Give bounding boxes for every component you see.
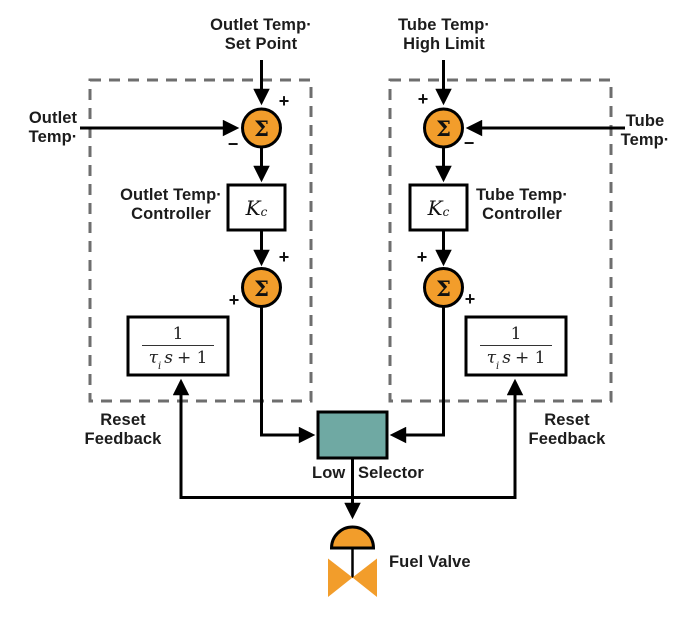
plus-one: + 1 bbox=[176, 348, 208, 368]
fuel-valve-label: Fuel Valve bbox=[389, 553, 471, 571]
reset-feedback-right-label: Reset Feedback bbox=[482, 411, 652, 448]
reset-feedback-left-label-line2: Feedback bbox=[84, 429, 162, 448]
outlet-setpoint-label: Outlet Temp· Set Point bbox=[176, 16, 346, 53]
low-selector-block bbox=[316, 410, 389, 460]
outlet-controller-label-line2: Controller bbox=[131, 204, 211, 223]
laplace-s: s bbox=[502, 348, 511, 368]
sum-symbol-tube-error: Σ bbox=[436, 116, 451, 141]
tube-error-sum-junction bbox=[423, 107, 464, 149]
plus-sign-outlet-gain: + bbox=[278, 246, 290, 267]
tube-controller-boundary-dashed-box bbox=[388, 78, 613, 403]
outlet-setpoint-label-line1: Outlet Temp· bbox=[210, 16, 312, 34]
sum-symbol-tube-reset: Σ bbox=[436, 275, 451, 301]
tube-high-limit-label: Tube Temp· High Limit bbox=[359, 16, 529, 53]
laplace-s: s bbox=[164, 348, 173, 368]
plus-sign-high-limit: + bbox=[417, 88, 429, 109]
outlet-controller-label: Outlet Temp· Controller bbox=[86, 186, 256, 223]
plus-sign-outlet-reset: + bbox=[228, 289, 240, 310]
gain-symbol: K bbox=[245, 195, 261, 220]
reset-numerator: 1 bbox=[510, 324, 522, 344]
tube-high-limit-label-line1: Tube Temp· bbox=[397, 16, 491, 34]
tau-symbol: τ bbox=[148, 348, 158, 368]
plus-sign-setpoint: + bbox=[278, 90, 290, 111]
plus-one: + 1 bbox=[514, 348, 546, 368]
outlet-controller-boundary-dashed-box bbox=[88, 78, 313, 403]
outlet-error-sum-junction bbox=[241, 107, 282, 149]
outlet-reset-block-box bbox=[126, 315, 230, 377]
reset-feedback-right-label-line1: Reset bbox=[544, 411, 590, 429]
fuel-valve-actuator-icon bbox=[329, 525, 376, 550]
tube-controller-label-line2: Controller bbox=[482, 204, 562, 223]
tube-reset-block-box bbox=[464, 315, 568, 377]
outlet-temp-input-label-line1: Outlet bbox=[28, 109, 78, 127]
low-selector-label: Low Selector bbox=[312, 464, 424, 482]
reset-feedback-right-arrow bbox=[352, 378, 524, 499]
outlet-temp-input-label: Outlet Temp· bbox=[8, 109, 98, 146]
minus-sign-tube-temp: − bbox=[463, 132, 475, 153]
fuel-valve-body-right-icon bbox=[352, 558, 377, 597]
plus-sign-tube-reset: + bbox=[464, 288, 476, 309]
outlet-gain-block-box bbox=[226, 183, 287, 232]
reset-feedback-left-arrow bbox=[172, 378, 353, 499]
reset-numerator: 1 bbox=[172, 324, 184, 344]
gain-symbol: K bbox=[427, 195, 443, 220]
tube-controller-label-line1: Tube Temp· bbox=[475, 186, 569, 204]
tube-high-limit-label-line2: High Limit bbox=[403, 34, 485, 53]
minus-sign-outlet-temp: − bbox=[227, 133, 239, 154]
tau-symbol: τ bbox=[486, 348, 496, 368]
sum-symbol-outlet-reset: Σ bbox=[254, 275, 269, 301]
reset-feedback-left-label: Reset Feedback bbox=[38, 411, 208, 448]
fuel-valve-body-left-icon bbox=[328, 558, 353, 597]
sum-symbol-outlet-error: Σ bbox=[254, 116, 269, 141]
tube-temp-input-label-line2: Temp· bbox=[620, 130, 670, 149]
outlet-reset-sum-junction bbox=[241, 267, 282, 308]
tube-reset-sum-junction bbox=[423, 267, 464, 308]
tube-controller-label: Tube Temp· Controller bbox=[437, 186, 607, 223]
plus-sign-tube-gain: + bbox=[416, 246, 428, 267]
reset-feedback-right-label-line2: Feedback bbox=[528, 429, 606, 448]
right-sum-to-selector-arrow bbox=[389, 306, 445, 444]
outlet-controller-label-line1: Outlet Temp· bbox=[120, 186, 222, 204]
tube-gain-block-box bbox=[408, 183, 469, 232]
outlet-setpoint-label-line2: Set Point bbox=[224, 34, 298, 53]
tube-temp-input-label-line1: Tube bbox=[625, 112, 665, 130]
left-sum-to-selector-arrow bbox=[260, 306, 316, 444]
outlet-temp-input-label-line2: Temp· bbox=[28, 127, 78, 146]
tube-temp-input-label: Tube Temp· bbox=[606, 112, 684, 149]
reset-feedback-left-label-line1: Reset bbox=[100, 411, 146, 429]
